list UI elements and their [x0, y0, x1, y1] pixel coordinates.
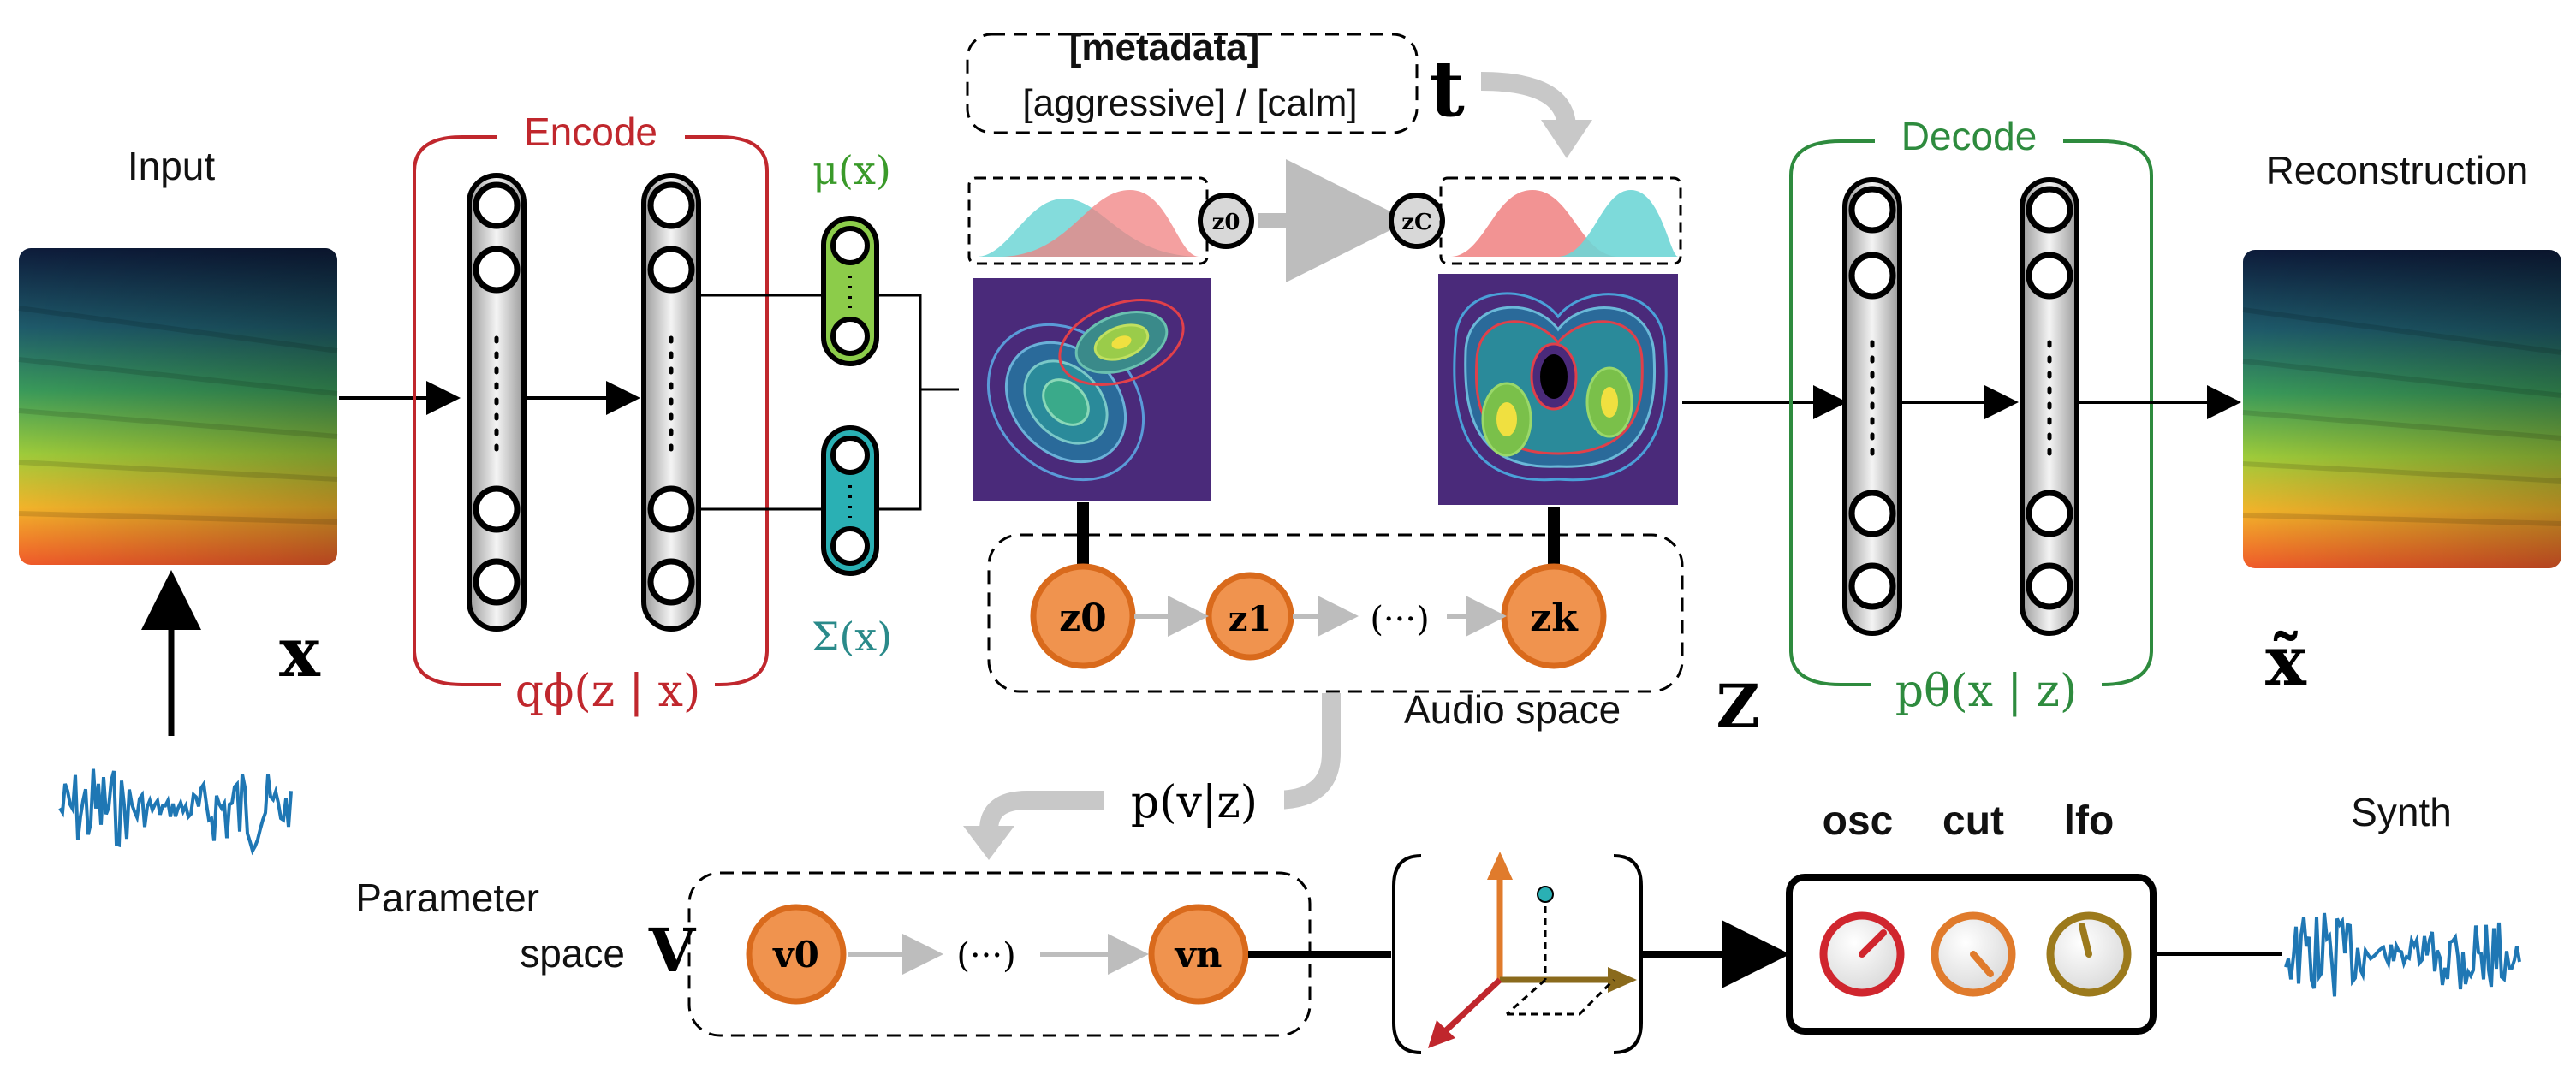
posterior-gaussian-box — [1439, 176, 1682, 265]
metadata-title: [metadata] — [1069, 27, 1260, 68]
zc-small-node — [1389, 193, 1445, 249]
audio-space-label: Audio space — [1404, 687, 1621, 732]
input-waveform — [58, 768, 293, 856]
parameter-space-label-1: Parameter — [355, 875, 539, 920]
prior-gaussian-box — [967, 176, 1209, 265]
parameter-space-label-2: space — [520, 931, 625, 976]
synth-waveform — [2284, 912, 2521, 997]
encode-label: Encode — [524, 110, 657, 154]
mu-label: μ(x) — [812, 147, 891, 193]
metadata-values: [aggressive] / [calm] — [1022, 82, 1357, 124]
posterior-gaussians — [1451, 190, 1678, 257]
z0-small-label: z0 — [1212, 210, 1240, 235]
z0-node — [1030, 563, 1136, 669]
knob-label-lfo: lfo — [2064, 798, 2115, 844]
x-symbol: x — [279, 612, 321, 692]
sigma-layer — [821, 425, 879, 576]
zk-label: zk — [1530, 596, 1579, 640]
knob-label-cut: cut — [1942, 798, 2004, 844]
z0-small-node — [1198, 193, 1254, 249]
output-spectrogram — [2242, 250, 2562, 568]
encode-bracket — [413, 135, 463, 686]
knob-label-osc: osc — [1823, 798, 1894, 844]
metadata-arrow — [1480, 72, 1576, 129]
v-ellipsis: (···) — [956, 936, 1015, 976]
vn-node — [1148, 904, 1249, 1005]
decoder-layer-1 — [1842, 177, 1902, 636]
z-space-symbol: Z — [1716, 671, 1759, 742]
reconstruction-label: Reconstruction — [2266, 148, 2529, 193]
prior-density-plot — [973, 278, 1211, 501]
zc-small-label: zC — [1401, 210, 1431, 235]
synth-label: Synth — [2351, 790, 2452, 834]
v0-node — [746, 904, 847, 1005]
z0-label: z0 — [1059, 596, 1107, 640]
posterior-density-plot — [1438, 274, 1678, 505]
knob-osc[interactable] — [1819, 911, 1905, 997]
parameter-axes — [1392, 852, 1643, 1054]
x-tilde-symbol: x̃ — [2265, 620, 2307, 701]
t-symbol: t — [1429, 44, 1465, 134]
v0-label: v0 — [772, 934, 819, 976]
p-v-given-z-label: p(v|z) — [1131, 777, 1258, 828]
z-chain — [1030, 563, 1607, 669]
p-theta-label: pθ(x | z) — [1895, 666, 2077, 717]
vn-label: vn — [1175, 934, 1223, 976]
mu-layer — [821, 216, 879, 366]
z-ellipsis: (···) — [1370, 600, 1429, 639]
encoder-layer-2 — [641, 173, 701, 632]
v-space-symbol: V — [648, 915, 697, 986]
z1-node — [1205, 572, 1294, 661]
input-label: Input — [128, 144, 216, 188]
prior-gaussians — [978, 190, 1199, 257]
decoder-layer-2 — [2020, 177, 2079, 636]
knob-lfo[interactable] — [2046, 911, 2132, 997]
metadata-box — [966, 33, 1419, 134]
input-spectrogram — [18, 248, 338, 565]
sigma-label: Σ(x) — [812, 614, 892, 660]
v-chain — [746, 904, 1249, 1005]
decode-bracket — [1789, 139, 1841, 686]
decode-label: Decode — [1901, 114, 2038, 158]
audio-space-box — [987, 533, 1684, 693]
knob-cut[interactable] — [1931, 911, 2016, 997]
q-phi-label: qϕ(z | x) — [515, 666, 701, 717]
z1-label: z1 — [1229, 599, 1272, 639]
encoder-layer-1 — [467, 173, 527, 632]
